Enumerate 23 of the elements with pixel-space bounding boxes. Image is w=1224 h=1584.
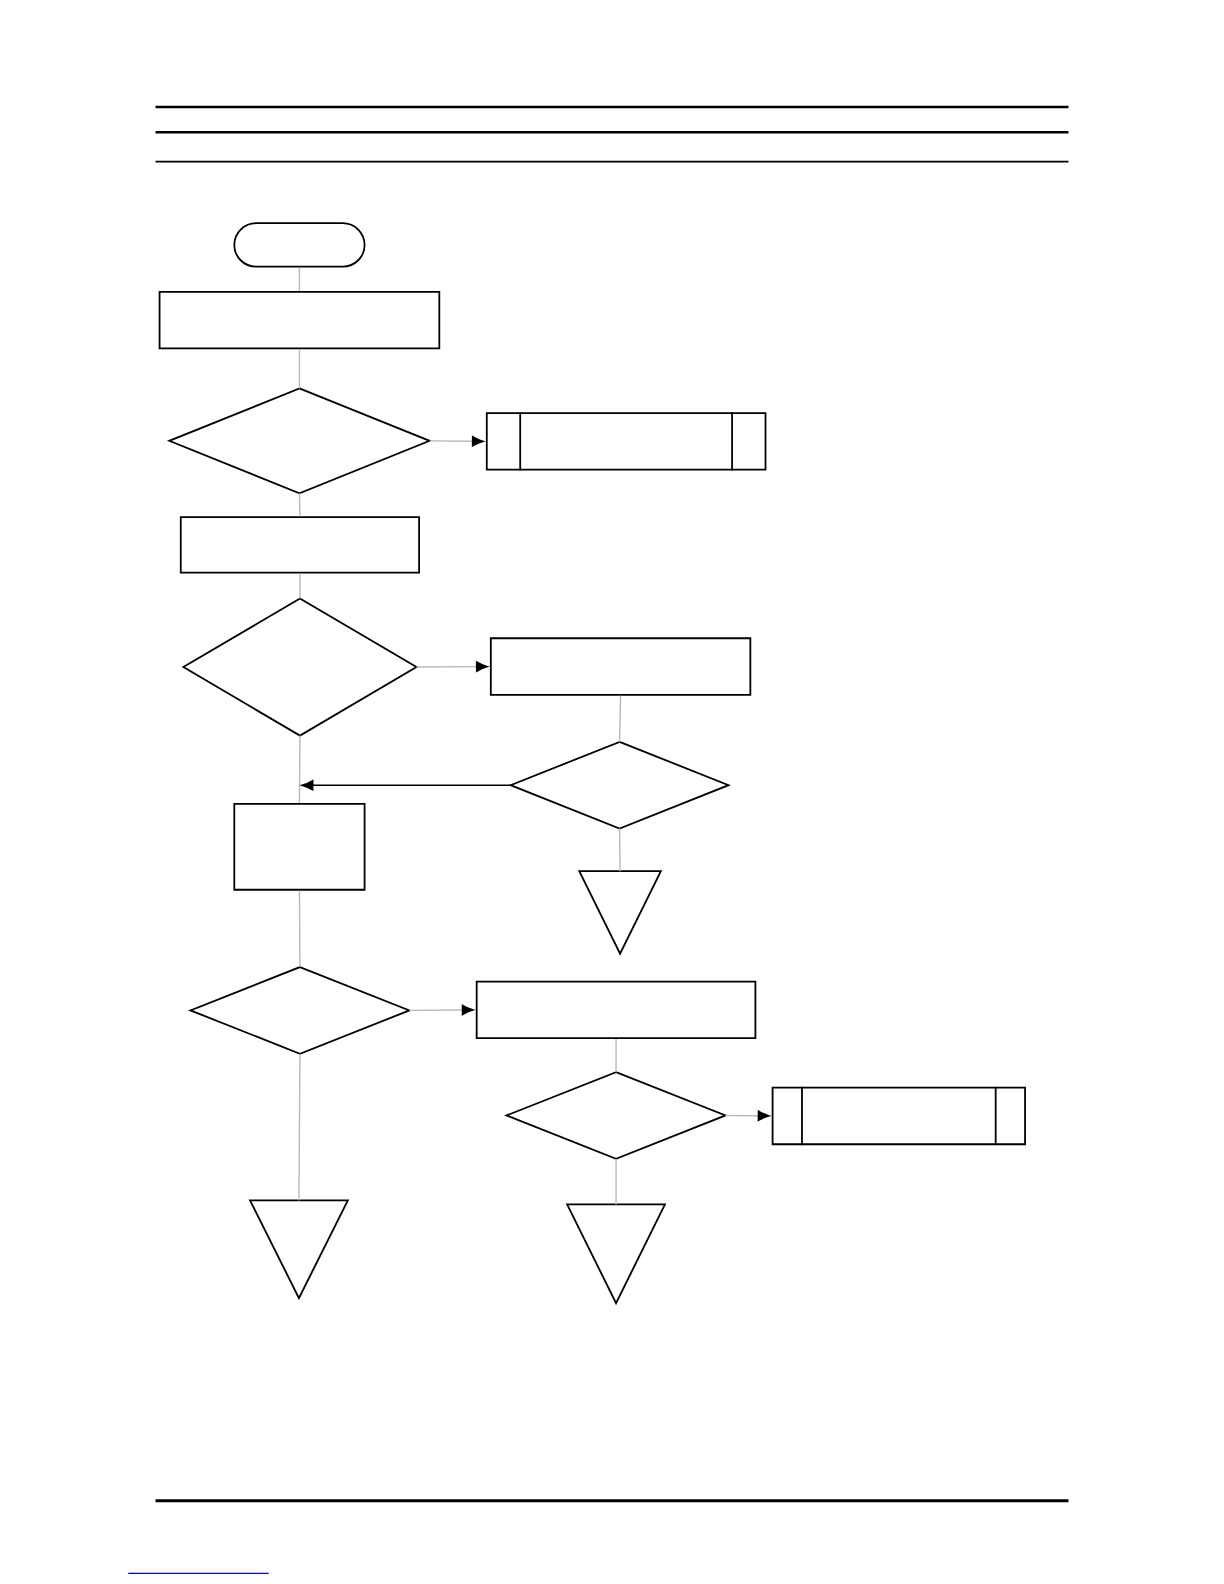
arrow <box>724 1110 770 1122</box>
subroutine-box <box>771 1085 1026 1147</box>
connector-line <box>299 572 301 600</box>
connector-line <box>298 348 301 390</box>
connector-line <box>618 827 621 872</box>
process-box <box>158 290 441 350</box>
arrow <box>415 661 489 673</box>
connector-line <box>298 266 301 292</box>
process-box <box>233 803 366 891</box>
subroutine-box <box>485 411 767 472</box>
connector-line <box>298 1053 301 1202</box>
connector-line <box>298 492 301 517</box>
arrow <box>408 1004 474 1016</box>
connector-line <box>298 734 301 804</box>
arrow <box>428 435 485 447</box>
process-box <box>475 980 757 1040</box>
process-box <box>489 637 752 696</box>
process-box <box>179 516 420 574</box>
connector-line <box>615 1038 617 1073</box>
arrow <box>301 779 512 791</box>
connector-line <box>298 889 301 968</box>
connector-line <box>615 1158 617 1206</box>
connector-line <box>618 695 622 743</box>
